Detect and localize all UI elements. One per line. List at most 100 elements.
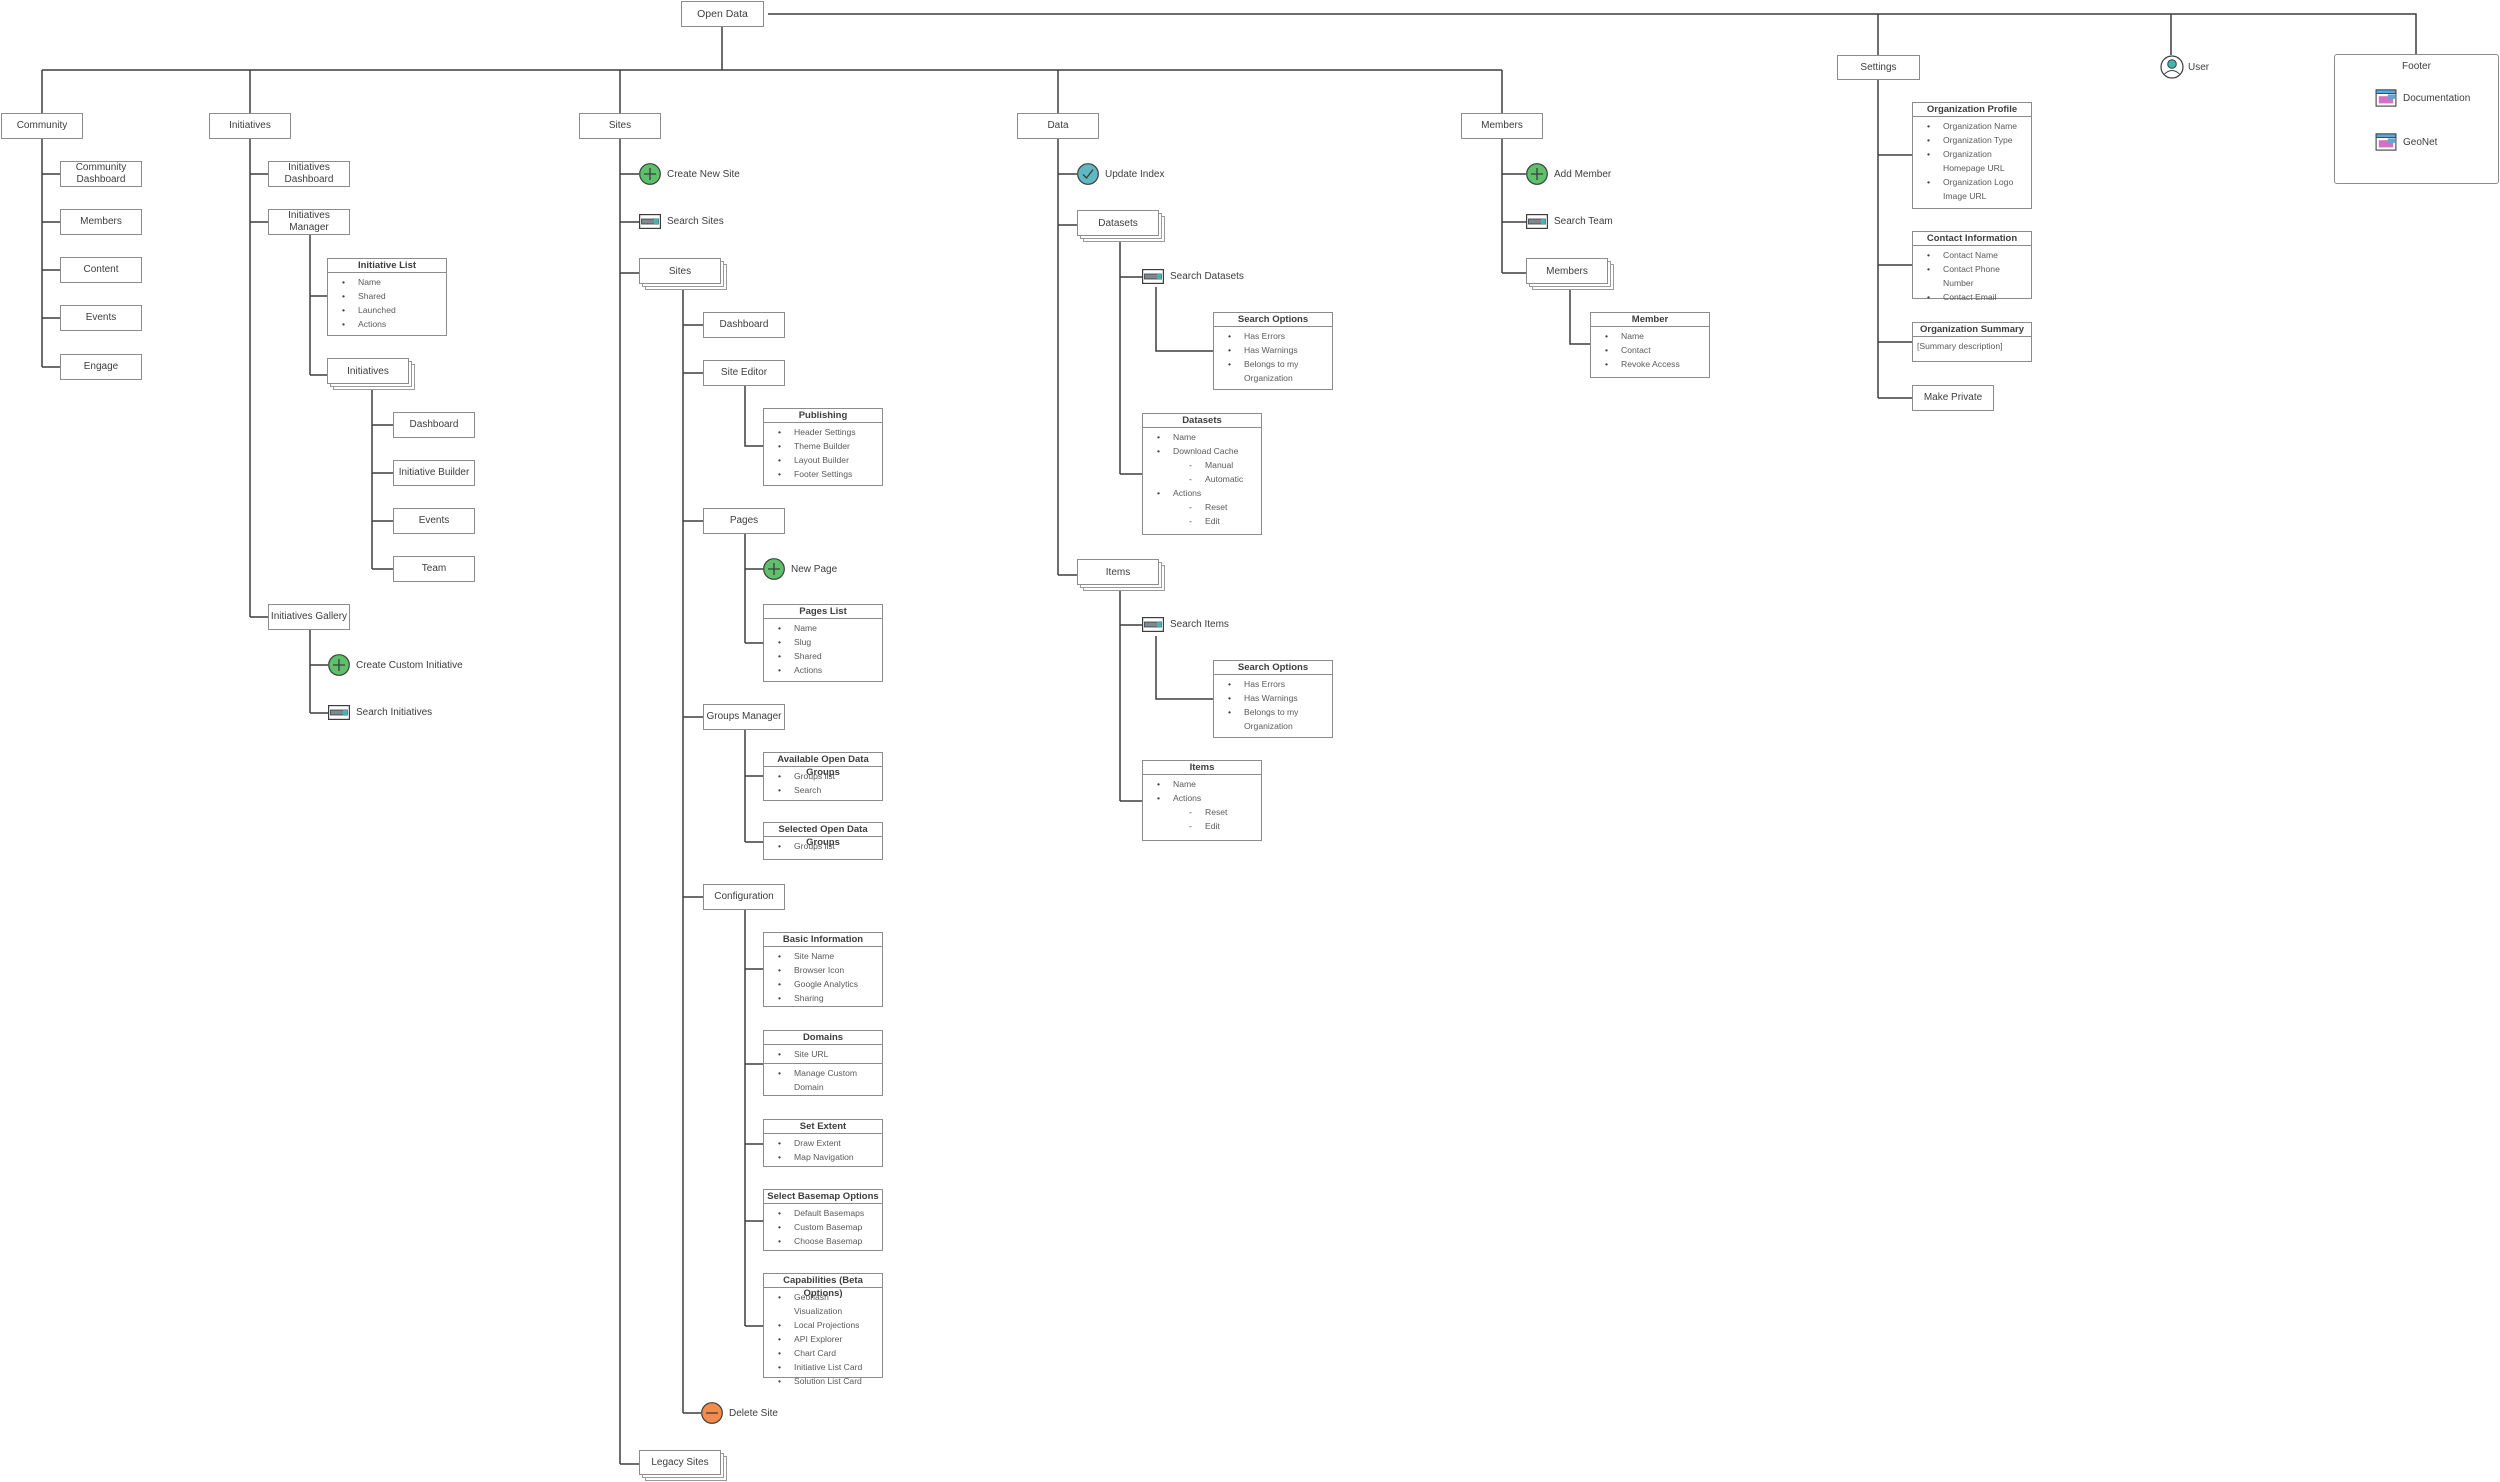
community-engage[interactable]: Engage: [60, 354, 142, 380]
list-item: Contact: [1605, 343, 1705, 357]
contact-information-card: Contact Information Contact Name Contact…: [1912, 231, 2032, 304]
basemap-options-card: Select Basemap Options Default Basemaps …: [763, 1189, 883, 1251]
make-private-button[interactable]: Make Private: [1912, 385, 1994, 411]
community-events[interactable]: Events: [60, 305, 142, 331]
items-stack[interactable]: Items: [1077, 559, 1166, 591]
list-subitem: Reset: [1157, 805, 1257, 819]
organization-summary-card: Organization Summary [Summary descriptio…: [1912, 322, 2032, 362]
initiatives-dashboard[interactable]: Initiatives Dashboard: [268, 161, 350, 187]
node-sites[interactable]: Sites: [579, 113, 661, 139]
node-members[interactable]: Members: [1461, 113, 1543, 139]
list-item: Map Navigation: [778, 1150, 878, 1164]
sites-stack[interactable]: Sites: [639, 258, 728, 290]
create-custom-initiative-button[interactable]: Create Custom Initiative: [328, 654, 463, 676]
list-item: Local Projections: [778, 1318, 878, 1332]
organization-profile-card: Organization Profile Organization Name O…: [1912, 102, 2032, 209]
list-subitem: Reset: [1157, 500, 1257, 514]
search-items-label: Search Items: [1170, 619, 1229, 630]
node-initiatives[interactable]: Initiatives: [209, 113, 291, 139]
list-item: Contact Phone Number: [1927, 262, 2027, 290]
list-item: Search: [778, 783, 878, 797]
list-item: API Explorer: [778, 1332, 878, 1346]
member-card: Member Name Contact Revoke Access: [1590, 312, 1710, 378]
list-item: Header Settings: [778, 425, 878, 439]
initiatives-manager[interactable]: Initiatives Manager: [268, 209, 350, 235]
site-pages[interactable]: Pages: [703, 508, 785, 534]
footer-title: Footer: [2402, 61, 2431, 72]
list-item: Organization Logo: [1927, 175, 2027, 189]
list-item: Google Analytics: [778, 977, 878, 991]
node-user[interactable]: User: [2160, 55, 2209, 79]
list-item: Footer Settings: [778, 467, 878, 481]
initiative-events[interactable]: Events: [393, 508, 475, 534]
datasets-stack[interactable]: Datasets: [1077, 210, 1166, 242]
footer-documentation-link[interactable]: Documentation: [2375, 89, 2470, 107]
datasets-card: Datasets Name Download Cache Manual Auto…: [1142, 413, 1262, 535]
search-team-label: Search Team: [1554, 216, 1613, 227]
list-item: Name: [1157, 430, 1257, 444]
node-community[interactable]: Community: [1, 113, 83, 139]
node-settings[interactable]: Settings: [1837, 55, 1920, 80]
list-subitem: Manual: [1157, 458, 1257, 472]
organization-summary-title: Organization Summary: [1913, 323, 2031, 337]
list-subitem: Edit: [1157, 819, 1257, 833]
list-item: Contact Email: [1927, 290, 2027, 304]
legacy-sites-stack[interactable]: Legacy Sites: [639, 1450, 728, 1482]
site-configuration[interactable]: Configuration: [703, 884, 785, 910]
initiative-builder[interactable]: Initiative Builder: [393, 460, 475, 486]
contact-information-title: Contact Information: [1913, 232, 2031, 246]
search-bar-icon: [1142, 617, 1164, 632]
footer-geonet-link[interactable]: GeoNet: [2375, 133, 2437, 151]
search-items-button[interactable]: Search Items: [1142, 617, 1229, 632]
list-item: Actions: [1157, 791, 1257, 805]
search-initiatives-button[interactable]: Search Initiatives: [328, 705, 432, 720]
search-options-card-items: Search Options Has Errors Has Warnings B…: [1213, 660, 1333, 738]
list-item: Initiative List Card: [778, 1360, 878, 1374]
domains-card: Domains Site URL Manage Custom Domain: [763, 1030, 883, 1096]
list-item: Has Warnings: [1228, 343, 1328, 357]
plus-icon: [1526, 163, 1548, 185]
list-item: Shared: [342, 289, 442, 303]
checkmark-icon: [1077, 163, 1099, 185]
list-item: Name: [778, 621, 878, 635]
node-data[interactable]: Data: [1017, 113, 1099, 139]
list-item: Groups list: [778, 769, 878, 783]
initiative-team[interactable]: Team: [393, 556, 475, 582]
search-bar-icon: [1142, 269, 1164, 284]
domains-divider: [764, 1063, 882, 1064]
update-index-button[interactable]: Update Index: [1077, 163, 1165, 185]
add-member-button[interactable]: Add Member: [1526, 163, 1611, 185]
search-sites-button[interactable]: Search Sites: [639, 214, 724, 229]
list-item: Manage Custom: [778, 1066, 878, 1080]
site-dashboard[interactable]: Dashboard: [703, 312, 785, 338]
list-item: Geohash Visualization: [778, 1290, 878, 1318]
basic-information-card: Basic Information Site Name Browser Icon…: [763, 932, 883, 1007]
community-content[interactable]: Content: [60, 257, 142, 283]
list-item: Custom Basemap: [778, 1220, 878, 1234]
members-stack[interactable]: Members: [1526, 258, 1615, 290]
list-item: Belongs to my: [1228, 357, 1328, 371]
search-team-button[interactable]: Search Team: [1526, 214, 1613, 229]
site-editor[interactable]: Site Editor: [703, 360, 785, 386]
groups-manager[interactable]: Groups Manager: [703, 704, 785, 730]
new-page-button[interactable]: New Page: [763, 558, 837, 580]
list-item-continued: Image URL: [1943, 191, 1987, 201]
community-dashboard[interactable]: Community Dashboard: [60, 161, 142, 187]
legacy-sites-label: Legacy Sites: [639, 1450, 721, 1475]
list-item: Sharing: [778, 991, 878, 1005]
member-card-title: Member: [1591, 313, 1709, 327]
initiatives-stack[interactable]: Initiatives: [327, 358, 416, 390]
list-item: Actions: [342, 317, 442, 331]
community-members[interactable]: Members: [60, 209, 142, 235]
search-initiatives-label: Search Initiatives: [356, 707, 433, 718]
footer-panel: Footer Documentation GeoNet: [2334, 54, 2499, 184]
list-item-continued: Organization: [1244, 373, 1293, 383]
create-new-site-button[interactable]: Create New Site: [639, 163, 740, 185]
delete-site-button[interactable]: Delete Site: [701, 1402, 778, 1424]
initiatives-gallery[interactable]: Initiatives Gallery: [268, 604, 350, 630]
list-item: Theme Builder: [778, 439, 878, 453]
initiative-dashboard[interactable]: Dashboard: [393, 412, 475, 438]
root-node-open-data[interactable]: Open Data: [681, 1, 764, 27]
search-datasets-button[interactable]: Search Datasets: [1142, 269, 1244, 284]
initiative-list-title: Initiative List: [328, 259, 446, 273]
